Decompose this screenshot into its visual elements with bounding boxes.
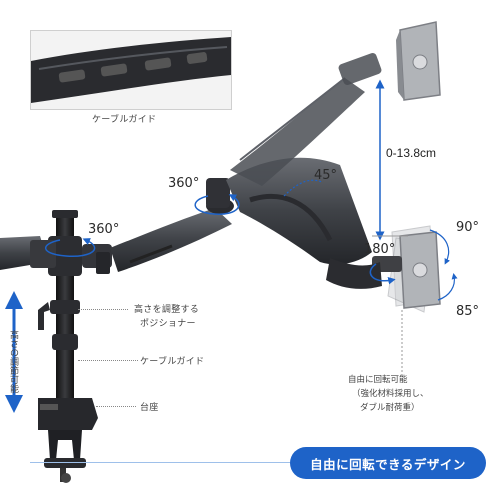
clamp-base: [38, 398, 98, 430]
angle-rotate: 180°: [364, 242, 396, 257]
callout-height-adjust-2: ポジショナー: [140, 319, 196, 329]
rotation-note-3: ダブル耐荷重）: [360, 403, 420, 413]
cable-guide-closeup: [31, 31, 231, 109]
rotation-note-1: 自由に回転可能: [348, 375, 408, 385]
rotation-note-2: （強化材料採用し、: [352, 389, 429, 399]
raised-arm: [230, 78, 365, 186]
feature-banner: 自由に回転できるデザイン: [290, 447, 486, 479]
angle-tilt: 45°: [314, 168, 338, 183]
leader-base: [96, 406, 136, 407]
callout-cable-guide-pole: ケーブルガイド: [140, 357, 205, 367]
angle-swivel-left: 360°: [88, 222, 120, 237]
cable-guide-inset: [30, 30, 232, 110]
leader-height-adjust: [78, 309, 128, 310]
side-label-height: 高さの調節可能: [8, 330, 18, 393]
vesa-plate-top: [396, 21, 441, 101]
callout-cable-guide-top: ケーブルガイド: [92, 115, 157, 125]
callout-height-adjust-1: 高さを調整する: [134, 305, 200, 315]
callout-base: 台座: [140, 403, 159, 413]
height-dimension-label: 0-13.8cm: [386, 146, 437, 160]
leader-cable-guide-pole: [78, 360, 138, 361]
height-positioner: [50, 300, 80, 314]
lower-arm: [110, 208, 232, 272]
vesa-plate-bottom: [372, 225, 441, 313]
angle-swivel-mid: 360°: [168, 176, 200, 191]
angle-tilt-down: 85°: [456, 304, 480, 319]
banner-rule: [30, 462, 290, 463]
angle-tilt-up: 90°: [456, 220, 480, 235]
